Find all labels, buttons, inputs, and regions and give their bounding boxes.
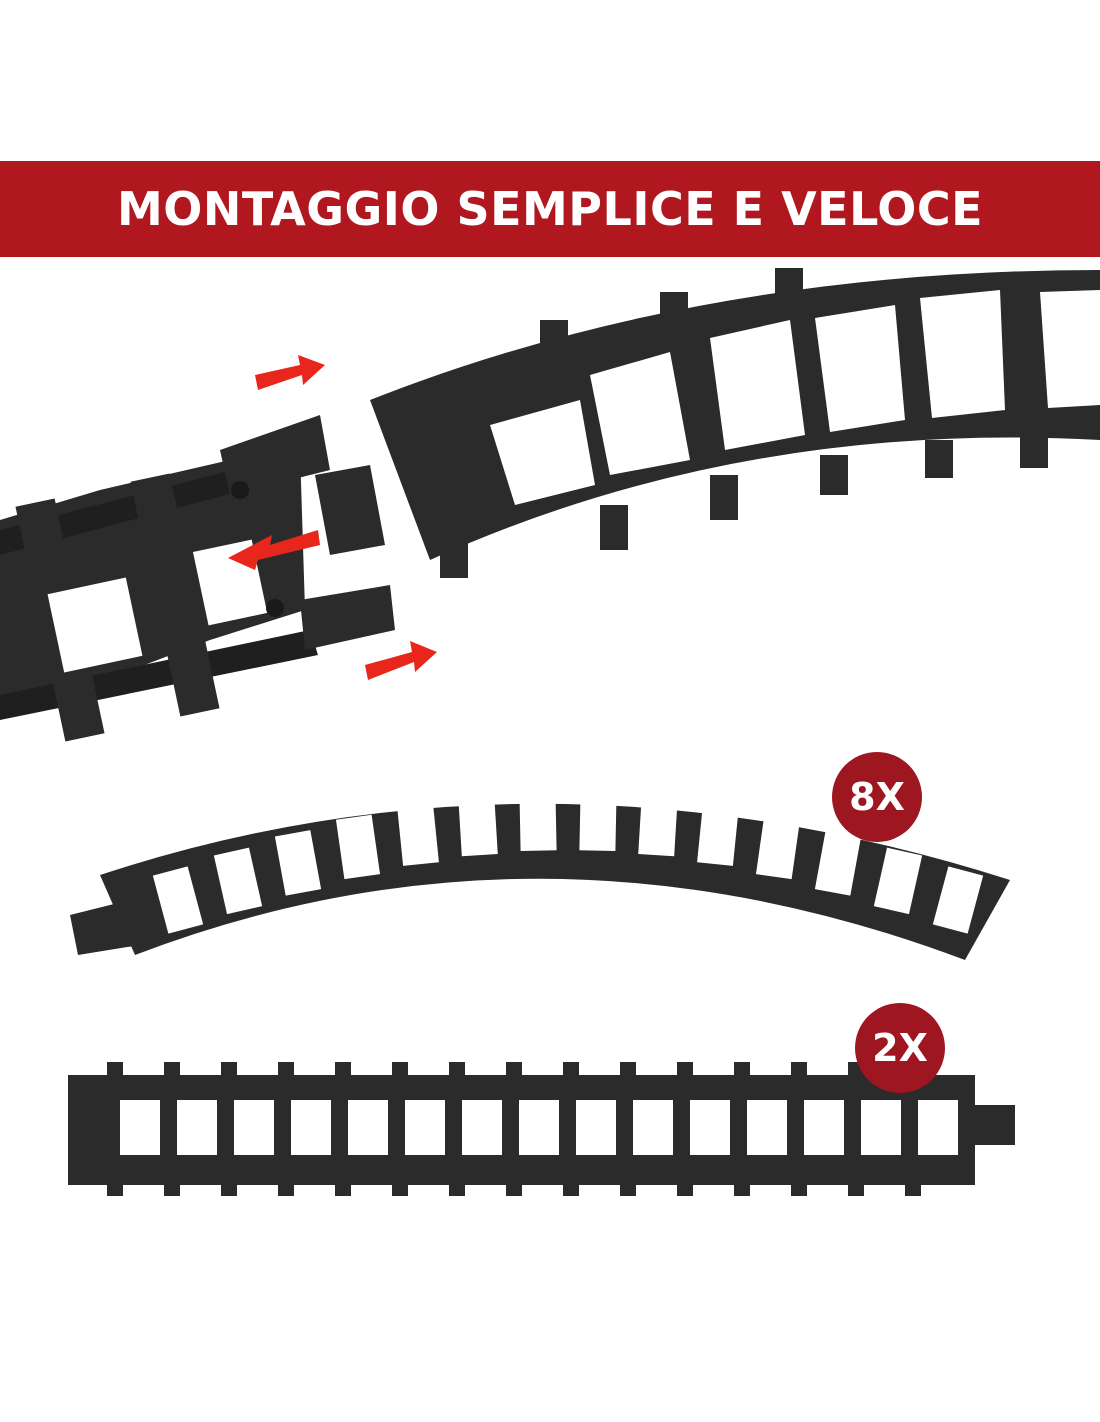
banner-title: MONTAGGIO SEMPLICE E VELOCE <box>116 182 984 236</box>
track-window <box>152 866 204 934</box>
track-tie <box>335 1062 351 1080</box>
track-tie <box>506 1062 522 1080</box>
track-tie <box>335 1178 351 1196</box>
track-window <box>213 847 263 915</box>
curved-quantity-label: 8X <box>849 775 905 819</box>
track-window <box>690 1100 730 1155</box>
track-tie <box>848 1178 864 1196</box>
track-tie <box>791 1178 807 1196</box>
track-tie <box>107 1062 123 1080</box>
track-window <box>234 1100 274 1155</box>
track-tie <box>677 1178 693 1196</box>
track-window <box>633 1100 673 1155</box>
track-tie <box>734 1178 750 1196</box>
track-tie <box>449 1178 465 1196</box>
track-window <box>348 1100 388 1155</box>
arrow-right-icon <box>255 355 325 390</box>
track-piece-left-connector <box>0 415 395 742</box>
track-tie <box>449 1062 465 1080</box>
arrow-right-icon <box>365 641 437 680</box>
track-tie <box>791 1062 807 1080</box>
track-tie <box>563 1178 579 1196</box>
track-tie <box>563 1062 579 1080</box>
track-tie <box>677 1062 693 1080</box>
straight-quantity-label: 2X <box>872 1026 928 1070</box>
track-window <box>519 790 557 851</box>
track-piece-top-curved <box>315 268 1100 578</box>
track-window <box>458 794 498 857</box>
track-tie <box>392 1178 408 1196</box>
curved-track-windows <box>152 790 984 934</box>
track-window <box>638 794 678 857</box>
track-window <box>804 1100 844 1155</box>
track-window <box>932 866 984 934</box>
track-tie <box>734 1062 750 1080</box>
track-window <box>861 1100 901 1155</box>
track-window <box>177 1100 217 1155</box>
track-window <box>335 814 381 880</box>
track-window <box>576 1100 616 1155</box>
track-window <box>291 1100 331 1155</box>
track-tie <box>164 1062 180 1080</box>
straight-track-windows <box>107 1062 958 1196</box>
track-window <box>397 802 439 866</box>
track-window <box>755 814 801 880</box>
track-tie <box>278 1178 294 1196</box>
track-tie <box>278 1062 294 1080</box>
track-window <box>405 1100 445 1155</box>
track-tie <box>107 1178 123 1196</box>
track-window <box>747 1100 787 1155</box>
track-window <box>120 1100 160 1155</box>
curved-quantity-badge: 8X <box>832 752 922 842</box>
track-tie <box>620 1178 636 1196</box>
track-window <box>918 1100 958 1155</box>
track-window <box>462 1100 502 1155</box>
track-window <box>519 1100 559 1155</box>
arrow-left-icon <box>228 530 320 570</box>
title-banner: MONTAGGIO SEMPLICE E VELOCE <box>0 161 1100 257</box>
track-window <box>579 790 617 851</box>
track-tie <box>392 1062 408 1080</box>
track-window <box>814 830 862 896</box>
track-tie <box>221 1062 237 1080</box>
track-tie <box>164 1178 180 1196</box>
track-tie <box>620 1062 636 1080</box>
track-window <box>274 830 322 896</box>
track-tie <box>221 1178 237 1196</box>
track-window <box>873 847 923 915</box>
straight-quantity-badge: 2X <box>855 1003 945 1093</box>
track-tie <box>905 1178 921 1196</box>
track-tie <box>506 1178 522 1196</box>
track-window <box>697 802 739 866</box>
